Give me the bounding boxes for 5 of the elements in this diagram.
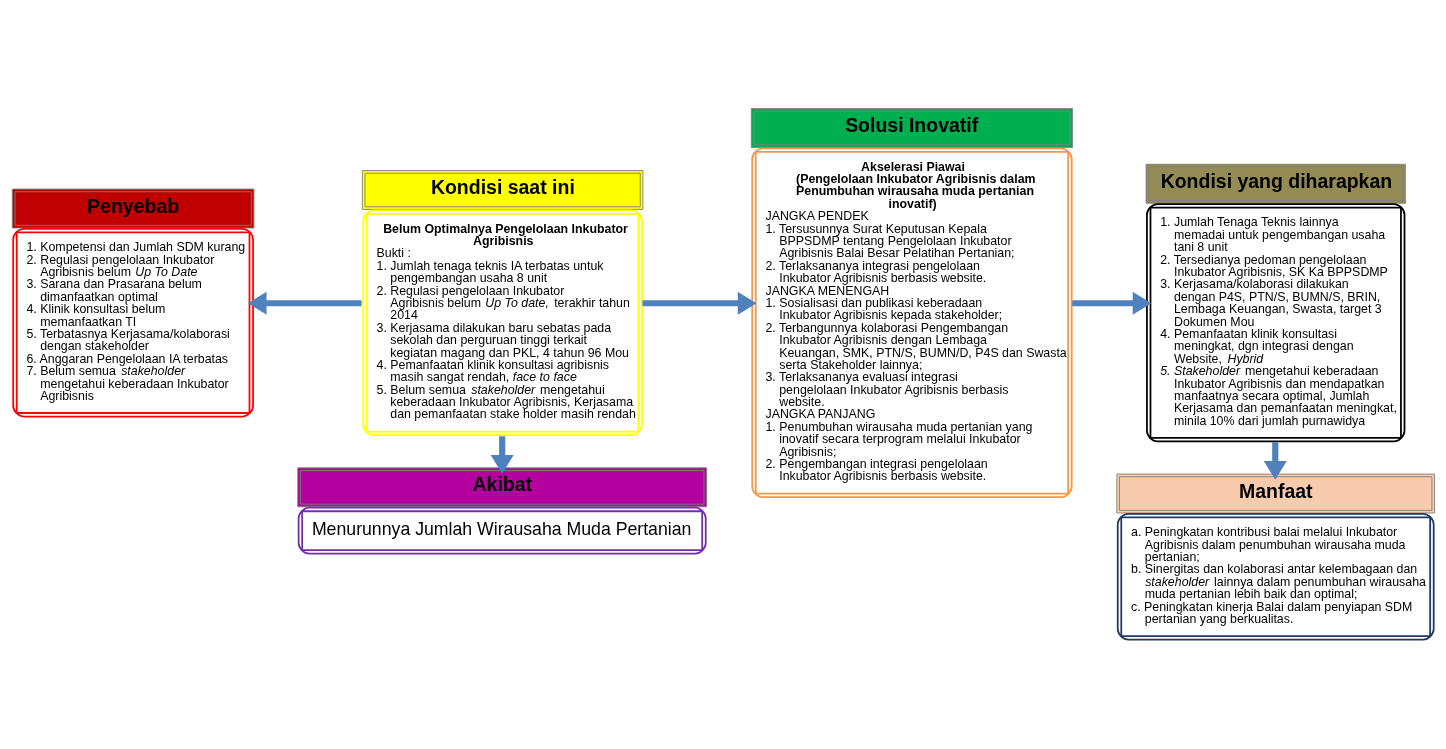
arrow — [1072, 291, 1152, 315]
arrow — [490, 436, 514, 474]
arrow — [247, 291, 362, 315]
arrow — [642, 291, 757, 315]
arrow — [1263, 442, 1287, 480]
